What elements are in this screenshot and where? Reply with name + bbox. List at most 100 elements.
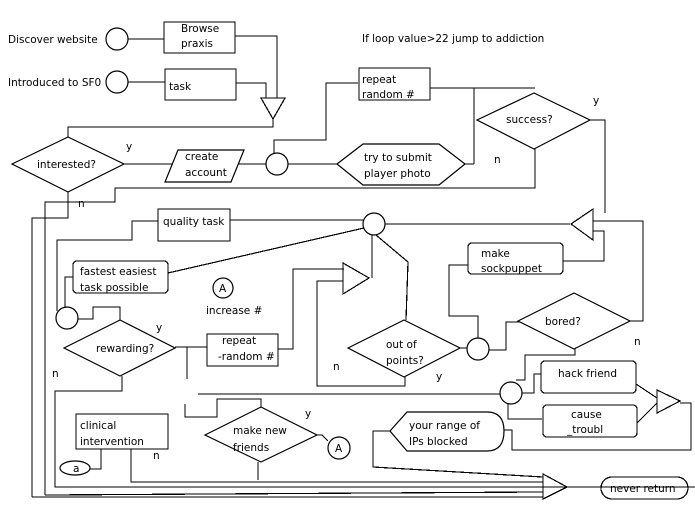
- node-hack-friend[interactable]: hack friend: [540, 360, 637, 394]
- edge: [90, 449, 102, 470]
- edge-label-points-no: n: [333, 361, 340, 373]
- edge: [64, 276, 73, 308]
- svg-text:clinical: clinical: [80, 420, 116, 432]
- svg-text:repeat: repeat: [222, 335, 256, 347]
- node-fastest-task[interactable]: fastest easiest task possible: [72, 260, 169, 294]
- edge-label-points-yes: y: [436, 371, 442, 383]
- svg-text:create: create: [185, 151, 218, 163]
- node-submit-photo[interactable]: try to submit player photo: [336, 143, 466, 186]
- edge-label-rewarding-no: n: [52, 368, 59, 380]
- decision-success[interactable]: success?: [475, 92, 592, 150]
- merge-triangle-right: [569, 207, 594, 242]
- svg-text:friends: friends: [233, 442, 269, 454]
- junction-circle: [55, 306, 79, 330]
- svg-text:quality task: quality task: [163, 216, 225, 228]
- svg-text:interested?: interested?: [37, 159, 96, 171]
- svg-text:IPs blocked: IPs blocked: [409, 436, 468, 448]
- junction-circle: [466, 337, 490, 361]
- svg-text:never return: never return: [610, 483, 676, 495]
- svg-text:points?: points?: [386, 355, 424, 367]
- edge-label-rewarding-yes: y: [156, 322, 162, 334]
- edge: [273, 82, 358, 153]
- edge: [489, 321, 520, 351]
- node-make-sockpuppet[interactable]: make sockpuppet: [467, 242, 564, 275]
- start-label-introduced: Introduced to SF0: [8, 77, 101, 89]
- svg-text:bored?: bored?: [545, 316, 581, 328]
- node-clinical-intervention[interactable]: clinical intervention: [75, 413, 169, 450]
- svg-text:account: account: [185, 167, 227, 179]
- connector-a[interactable]: [59, 460, 91, 476]
- node-never-return[interactable]: never return: [600, 476, 689, 500]
- svg-text:task: task: [169, 81, 192, 93]
- svg-text:cause: cause: [571, 409, 602, 421]
- edge-label-interested-no: n: [78, 198, 85, 210]
- edge: [235, 35, 278, 98]
- node-create-account[interactable]: create account: [164, 149, 245, 183]
- edge: [130, 449, 543, 483]
- edge: [563, 230, 605, 262]
- svg-text:Browse: Browse: [181, 23, 219, 35]
- edge: [278, 268, 344, 350]
- edge-label-bored-no: n: [634, 336, 641, 348]
- node-task[interactable]: task: [164, 68, 237, 101]
- merge-triangle-mid: [342, 261, 371, 296]
- svg-text:your range of: your range of: [409, 420, 480, 432]
- svg-text:sockpuppet: sockpuppet: [481, 263, 542, 275]
- edge: [372, 430, 544, 478]
- svg-text:-random #: -random #: [218, 351, 275, 363]
- edge: [67, 119, 274, 137]
- svg-text:player photo: player photo: [364, 168, 431, 180]
- node-repeat-random-top[interactable]: repeat random #: [358, 67, 431, 101]
- edge: [184, 398, 262, 418]
- svg-text:try to submit: try to submit: [364, 152, 432, 164]
- increase-label: increase #: [206, 305, 262, 317]
- edge: [448, 264, 479, 338]
- edge: [593, 220, 644, 322]
- svg-text:intervention: intervention: [80, 436, 144, 448]
- edge: [44, 149, 536, 495]
- decision-out-of-points[interactable]: out of points?: [346, 319, 462, 378]
- edge: [316, 280, 406, 387]
- edge: [516, 349, 576, 381]
- decision-rewarding[interactable]: rewarding?: [62, 319, 177, 377]
- junction-circle: [265, 152, 289, 176]
- svg-text:make: make: [481, 248, 510, 260]
- node-quality-task[interactable]: quality task: [157, 208, 231, 242]
- node-repeat-random-mid[interactable]: repeat -random #: [206, 333, 279, 367]
- merge-triangle-top: [259, 97, 287, 121]
- edge: [167, 227, 365, 274]
- edge: [236, 82, 267, 98]
- node-cause-trouble[interactable]: cause _troubl: [542, 404, 638, 438]
- svg-text:fastest easiest: fastest easiest: [80, 266, 156, 278]
- svg-text:out of: out of: [386, 339, 417, 351]
- decision-make-friends[interactable]: make new friends: [203, 406, 319, 463]
- edge: [78, 306, 121, 320]
- edge: [317, 434, 329, 442]
- connector-A-friends[interactable]: [327, 436, 351, 460]
- decision-bored[interactable]: bored?: [516, 292, 632, 350]
- svg-text:rewarding?: rewarding?: [96, 343, 154, 355]
- node-browse-praxis[interactable]: Browse praxis: [163, 21, 236, 54]
- merge-triangle-bottom: [542, 472, 569, 500]
- edge: [636, 402, 658, 424]
- svg-text:random #: random #: [362, 89, 415, 101]
- edge: [504, 402, 692, 451]
- node-ips-blocked[interactable]: your range of IPs blocked: [389, 411, 505, 452]
- decision-interested[interactable]: interested?: [10, 136, 126, 193]
- start-circle-discover[interactable]: [105, 27, 129, 51]
- edge: [635, 383, 658, 399]
- edge-label-success-yes: y: [593, 95, 599, 107]
- edge: [56, 220, 158, 311]
- svg-text:hack friend: hack friend: [558, 368, 617, 380]
- svg-text:success?: success?: [506, 114, 553, 126]
- start-label-discover: Discover website: [8, 34, 98, 46]
- connector-a-label: a: [73, 463, 79, 475]
- edge: [522, 373, 541, 394]
- connector-A-increase[interactable]: [212, 277, 234, 299]
- edge-label-clinical-no: n: [153, 450, 160, 462]
- junction-circle: [499, 381, 523, 405]
- edge: [590, 119, 606, 213]
- svg-text:task possible: task possible: [80, 282, 148, 294]
- start-circle-introduced[interactable]: [105, 70, 129, 94]
